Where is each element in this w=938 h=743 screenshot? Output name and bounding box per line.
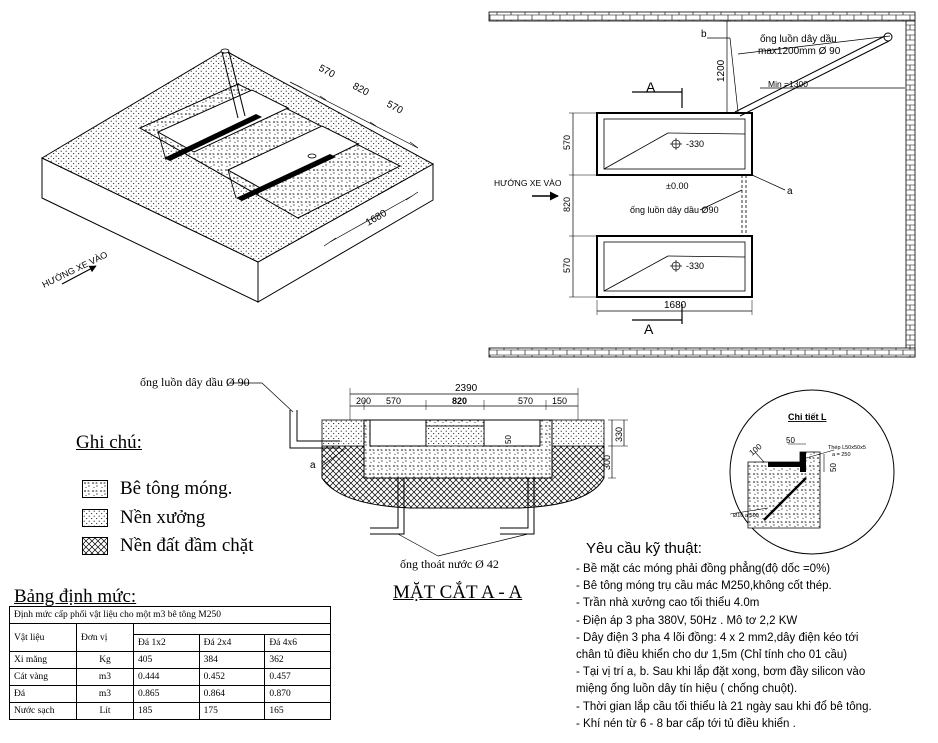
plan-pipe-label-line1: ống luồn dây dầu [760,33,837,45]
cell-value: 185 [133,702,200,720]
requirement-item: - Thời gian lắp cầu tối thiểu là 21 ngày… [576,700,872,713]
table-row: Xi măng Kg 405 384 362 [9,651,331,669]
plan-marker-a: a [787,186,793,197]
cell-value: 0.865 [133,685,200,703]
cell-value: 175 [198,702,266,720]
cell-unit: Kg [76,651,134,669]
requirement-item: miệng ống luồn dây tín hiệu ( chống chuộ… [576,683,798,696]
plan-pipe-label-line2: max1200mm Ø 90 [758,46,841,57]
requirement-item: - Khí nén từ 6 - 8 bar cấp tới tủ điều k… [576,717,796,730]
legend-label-concrete: Bê tông móng. [120,478,233,499]
detail-steel-label-1: Thép L50x50x5 [828,445,866,451]
section-dim-4: 150 [552,396,567,406]
legend-label-soil: Nền đất đầm chặt [120,535,254,556]
plan-dim-570-top: 570 [562,135,572,150]
section-marker-a: a [310,460,316,471]
legend-item-soil: Nền đất đầm chặt [82,535,253,557]
section-title: MẶT CẮT A - A [393,582,523,603]
col-unit-header: Đơn vị [76,623,134,652]
iso-dim-570-a: 570 [317,63,337,81]
plan-marker-b: b [701,29,707,40]
detail-title: Chi tiết L [788,412,827,422]
detail-steel-label-2: a = 250 [832,452,851,458]
concrete-swatch-icon [82,480,108,498]
plan-min-label: Min =1300 [768,79,808,89]
section-dim-2: 820 [452,396,467,406]
legend-item-concrete: Bê tông móng. [82,478,232,500]
cell-value: 165 [264,702,331,720]
cell-value: 405 [133,651,200,669]
table-row: Đá m3 0.865 0.864 0.870 [9,685,331,703]
isometric-view [40,48,435,303]
soil-swatch-icon [82,537,108,555]
plan-depth-bottom: -330 [686,261,704,271]
col-type-1: Đá 1x2 [133,634,200,652]
cell-unit: Lít [76,702,134,720]
section-pipe-label: ống luồn dây dầu Ø 90 [140,375,250,389]
cell-value: 0.444 [133,668,200,686]
iso-dim-820: 820 [351,81,371,99]
col-type-2: Đá 2x4 [198,634,266,652]
cell-value: 0.864 [198,685,266,703]
cell-unit: m3 [76,685,134,703]
cell-material: Đá [9,685,77,703]
plan-dim-1200: 1200 [716,59,727,82]
section-dim-330: 330 [614,427,624,442]
iso-dim-570-b: 570 [385,99,405,117]
requirement-item: - Trần nhà xưởng cao tối thiểu 4.0m [576,597,760,610]
requirements-title: Yêu cầu kỹ thuật: [586,540,702,557]
plan-view [488,11,916,358]
cell-value: 384 [198,651,266,669]
legend-title: Ghi chú: [76,432,142,453]
cell-value: 0.870 [264,685,331,703]
plan-dim-820: 820 [562,197,572,212]
plan-depth-top: -330 [686,139,704,149]
plan-dim-1680: 1680 [664,300,687,311]
requirement-item: - Dây điện 3 pha 4 lõi đồng: 4 x 2 mm2,d… [576,631,859,644]
col-type-3: Đá 4x6 [264,634,331,652]
plan-direction-label: HƯỚNG XE VÀO [494,178,562,188]
requirement-item: - Tại vị trí a, b. Sau khi lắp đặt xong,… [576,666,866,679]
norm-table-title: Bảng định mức: [14,586,137,607]
plan-section-marker-bottom: A [644,321,654,337]
detail-dim-50-top: 50 [786,436,795,445]
col-material-header: Vật liệu [9,623,77,652]
floor-swatch-icon [82,509,108,527]
section-dim-50: 50 [504,435,513,444]
legend-item-floor: Nền xưởng [82,507,205,529]
cell-unit: m3 [76,668,134,686]
norm-table-caption: Định mức cấp phối vật liệu cho một m3 bê… [9,606,331,624]
section-dim-3: 570 [518,396,533,406]
requirement-item: - Điện áp 3 pha 380V, 50Hz . Mô tơ 2,2 K… [576,614,798,627]
requirement-item: chân tủ điều khiển cho dư 1,5m (Chỉ tính… [576,649,848,662]
table-row: Nước sạch Lít 185 175 165 [9,702,331,720]
cell-material: Cát vàng [9,668,77,686]
detail-rebar-label: Ø10 a 500 [733,513,759,519]
requirement-item: - Bề mặt các móng phải đồng phẳng(độ dốc… [576,563,831,575]
detail-dim-50-side: 50 [829,463,838,472]
plan-level-zero: ±0.00 [666,181,688,191]
section-dim-1: 570 [386,396,401,406]
legend-label-floor: Nền xưởng [120,507,206,528]
section-dim-300: 300 [602,455,612,470]
plan-pipe-bottom-label: ống luồn dây dầu Ø90 [630,205,719,215]
section-dim-total: 2390 [455,383,478,394]
plan-section-marker-top: A [646,79,656,95]
cell-value: 362 [264,651,331,669]
cell-material: Xi măng [9,651,77,669]
cell-value: 0.457 [264,668,331,686]
section-drain-label: ống thoát nước Ø 42 [400,557,499,571]
section-view [230,382,628,557]
plan-dim-570-bottom: 570 [562,258,572,273]
table-row: Cát vàng m3 0.444 0.452 0.457 [9,668,331,686]
detail-L [729,389,895,555]
requirement-item: - Bê tông móng trụ cầu mác M250,không cố… [576,580,832,593]
iso-direction-label: HƯỚNG XE VÀO [40,250,109,290]
cell-value: 0.452 [198,668,266,686]
requirements-list: - Bề mặt các móng phải đồng phẳng(độ dốc… [576,561,872,733]
norm-table: Định mức cấp phối vật liệu cho một m3 bê… [9,606,331,720]
cell-material: Nước sạch [9,702,77,720]
section-dim-0: 200 [356,396,371,406]
